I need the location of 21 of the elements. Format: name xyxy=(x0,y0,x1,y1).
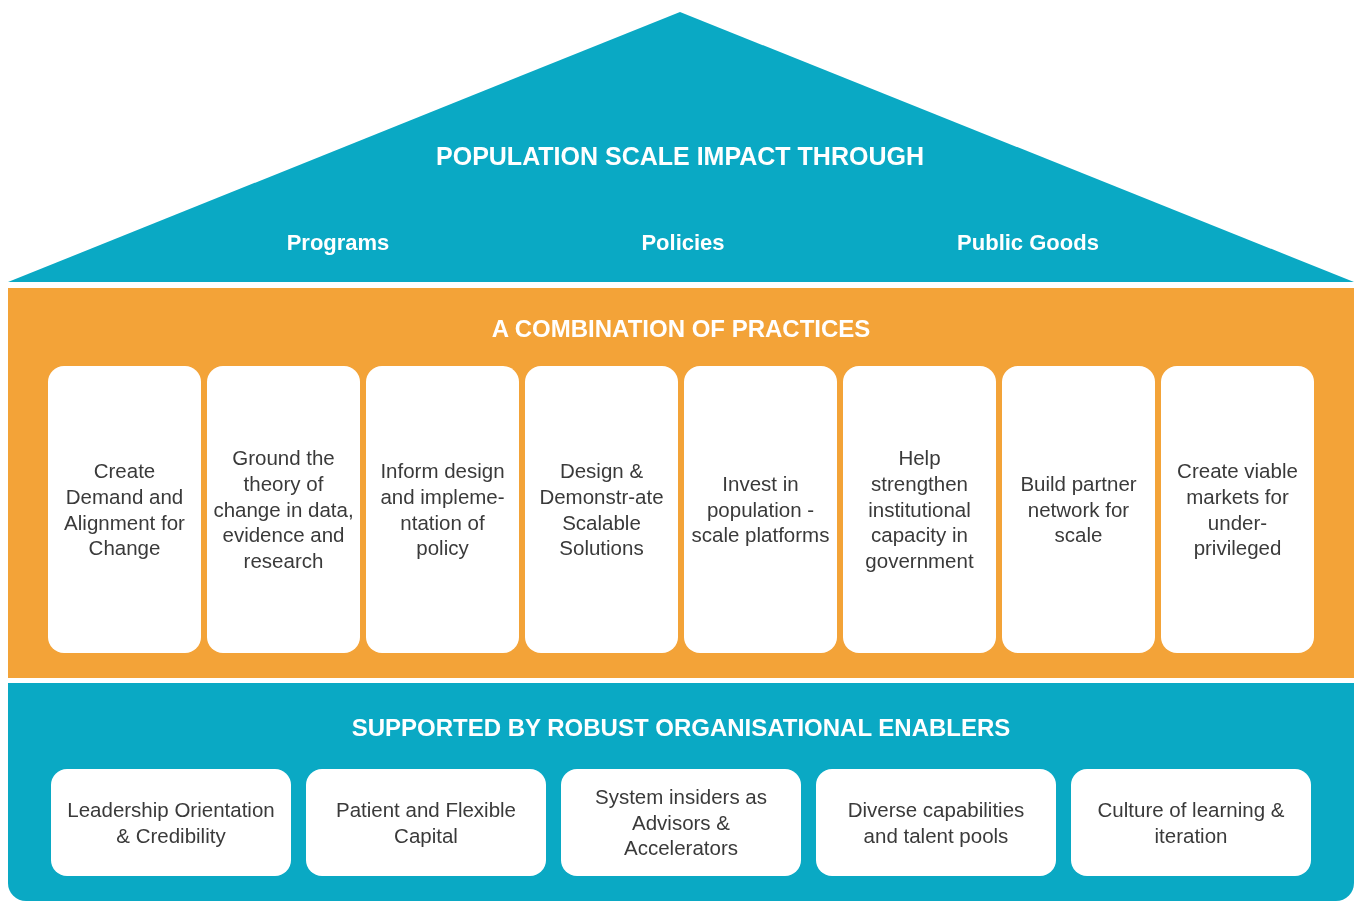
practice-card: Inform design and impleme-ntation of policy xyxy=(366,366,519,653)
band-heading: SUPPORTED BY ROBUST ORGANISATIONAL ENABLERS xyxy=(350,714,1012,742)
band-heading: A COMBINATION OF PRACTICES xyxy=(490,315,872,343)
practice-card: Ground the theory of change in data, evidence and research xyxy=(207,366,360,653)
enabler-card: Diverse capabilities and talent pools xyxy=(816,769,1056,876)
enabler-card: System insiders as Advisors & Accelerators xyxy=(561,769,801,876)
practices-band xyxy=(8,288,1354,678)
enabler-card: Patient and Flexible Capital xyxy=(306,769,546,876)
enablers-band xyxy=(8,683,1354,901)
impact-area-label: Programs xyxy=(285,230,391,256)
practice-card: Create Demand and Alignment for Change xyxy=(48,366,201,653)
roof-title: POPULATION SCALE IMPACT THROUGH xyxy=(435,142,925,171)
enabler-card: Leadership Orientation & Credibility xyxy=(51,769,291,876)
practice-card: Help strengthen institutional capacity in government xyxy=(843,366,996,653)
practice-card: Design & Demonstr-ate Scalable Solutions xyxy=(525,366,678,653)
practice-card: Invest in population -scale platforms xyxy=(684,366,837,653)
practice-card: Create viable markets for under-privileged xyxy=(1161,366,1314,653)
practice-card: Build partner network for scale xyxy=(1002,366,1155,653)
impact-area-label: Policies xyxy=(640,230,726,256)
impact-area-label: Public Goods xyxy=(956,230,1100,256)
enabler-card: Culture of learning & iteration xyxy=(1071,769,1311,876)
